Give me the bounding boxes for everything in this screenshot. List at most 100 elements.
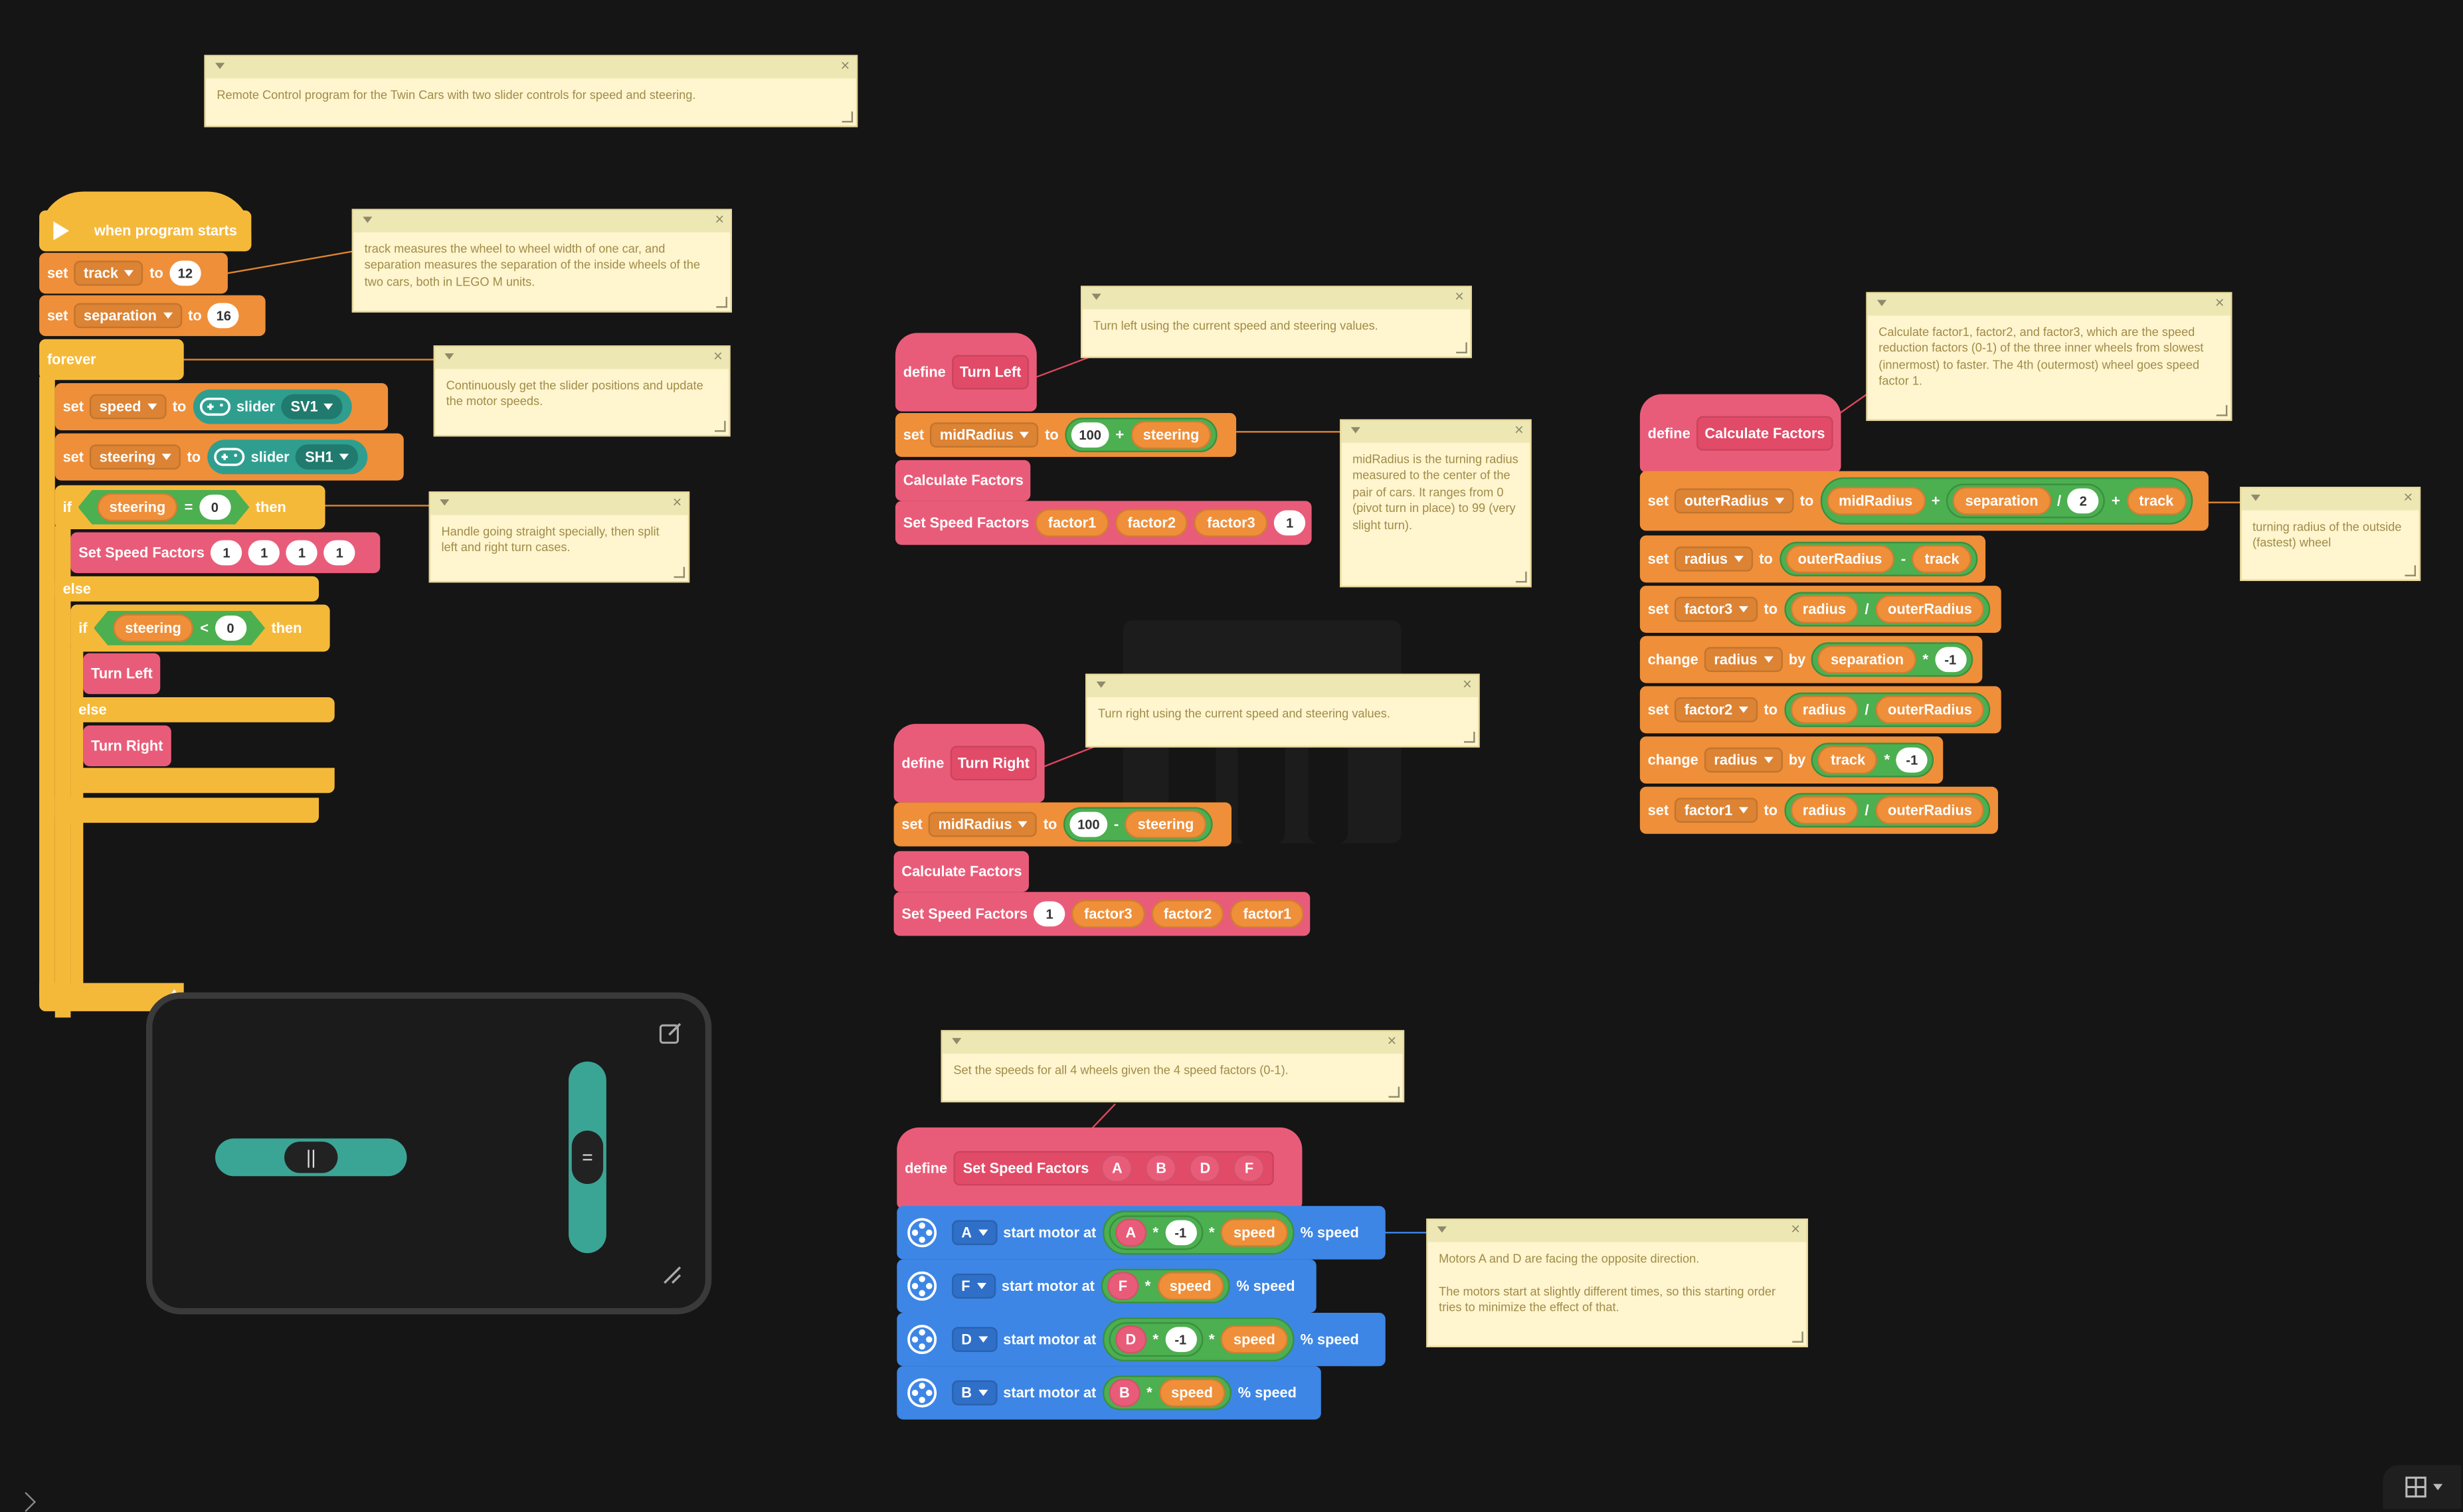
motor-port-dropdown[interactable]: A (952, 1220, 997, 1246)
variable-dropdown[interactable]: speed (90, 394, 167, 420)
collapse-icon[interactable] (1096, 681, 1106, 688)
set-radius-block[interactable]: set radius to outerRadius - track (1639, 535, 1986, 583)
collapse-icon[interactable] (444, 353, 454, 360)
set-factor2-block[interactable]: set factor2 to radius / outerRadius (1639, 686, 2001, 734)
variable-dropdown[interactable]: midRadius (929, 811, 1038, 837)
set-factor3-block[interactable]: set factor3 to radius / outerRadius (1639, 586, 2001, 633)
collapse-icon[interactable] (1437, 1226, 1447, 1233)
vertical-slider-sv1[interactable]: = (569, 1061, 606, 1254)
resize-handle-icon[interactable] (716, 296, 727, 308)
resize-handle-icon[interactable] (1792, 1331, 1803, 1343)
edit-icon[interactable] (658, 1021, 684, 1046)
turn-left-call[interactable]: Turn Left (83, 653, 161, 695)
close-icon[interactable]: × (713, 348, 723, 366)
resize-handle-icon[interactable] (1456, 342, 1467, 354)
change-radius-block[interactable]: change radius by track * -1 (1639, 736, 1944, 784)
close-icon[interactable]: × (1514, 422, 1524, 440)
start-motor-b-block[interactable]: B start motor at B * speed % speed (897, 1366, 1321, 1420)
multiply-operator[interactable]: F * speed (1101, 1268, 1230, 1303)
nested-if-else-block[interactable]: if steering < 0 then (70, 604, 330, 652)
set-outerradius-block[interactable]: set outerRadius to midRadius + separatio… (1639, 471, 2209, 531)
slider-dropdown[interactable]: SV1 (281, 394, 343, 420)
set-speed-factors-call[interactable]: Set Speed Factors 1 factor3 factor2 fact… (893, 892, 1311, 936)
comment-note[interactable]: × track measures the wheel to wheel widt… (351, 209, 732, 313)
motor-port-dropdown[interactable]: D (952, 1327, 997, 1353)
start-motor-a-block[interactable]: A start motor at A * -1 * speed % speed (897, 1206, 1386, 1260)
collapse-icon[interactable] (215, 62, 225, 70)
set-midradius-block[interactable]: set midRadius to 100 + steering (895, 412, 1237, 458)
comment-note[interactable]: × turning radius of the outside (fastest… (2240, 487, 2421, 581)
add-operator[interactable]: midRadius + separation / 2 + track (1819, 477, 2193, 525)
close-icon[interactable]: × (715, 212, 725, 230)
multiply-operator[interactable]: separation * -1 (1811, 642, 1973, 677)
resize-handle-icon[interactable] (1516, 571, 1527, 583)
calculate-factors-call[interactable]: Calculate Factors (893, 851, 1029, 892)
resize-handle-icon[interactable] (2216, 405, 2228, 416)
variable-dropdown[interactable]: radius (1675, 546, 1753, 572)
collapse-icon[interactable] (2250, 494, 2260, 501)
collapse-icon[interactable] (1876, 299, 1887, 307)
less-than-condition[interactable]: steering < 0 (94, 611, 265, 645)
variable-dropdown[interactable]: factor3 (1675, 596, 1758, 622)
close-icon[interactable]: × (2403, 489, 2413, 507)
collapse-icon[interactable] (1091, 294, 1101, 300)
comment-note[interactable]: × Motors A and D are facing the opposite… (1426, 1218, 1808, 1347)
set-factor1-block[interactable]: set factor1 to radius / outerRadius (1639, 786, 1999, 834)
slider-dropdown[interactable]: SH1 (296, 444, 359, 470)
start-motor-d-block[interactable]: D start motor at D * -1 * speed % speed (897, 1312, 1386, 1367)
comment-note[interactable]: × Set the speeds for all 4 wheels given … (941, 1030, 1405, 1103)
close-icon[interactable]: × (1387, 1033, 1397, 1051)
slider-sensor-reporter[interactable]: slider SH1 (207, 440, 368, 475)
number-input[interactable]: 16 (208, 303, 240, 329)
close-icon[interactable]: × (840, 58, 850, 76)
slider-thumb[interactable]: || (284, 1141, 338, 1173)
add-operator[interactable]: 100 + steering (1065, 418, 1218, 453)
change-radius-block[interactable]: change radius by separation * -1 (1639, 635, 1983, 683)
close-icon[interactable]: × (1791, 1221, 1801, 1239)
comment-note[interactable]: × Handle going straight specially, then … (428, 491, 690, 583)
forever-block[interactable]: forever (39, 339, 184, 380)
define-set-speed-factors-header[interactable]: define Set Speed Factors A B D F (897, 1148, 1302, 1189)
collapse-icon[interactable] (440, 499, 450, 506)
remote-control-panel[interactable]: || = (145, 992, 712, 1315)
resize-handle-icon[interactable] (842, 111, 854, 123)
comment-note[interactable]: × Turn right using the current speed and… (1085, 673, 1480, 748)
comment-note[interactable]: × midRadius is the turning radius measur… (1340, 419, 1532, 588)
multiply-operator[interactable]: A * -1 (1109, 1215, 1203, 1250)
resize-handle-icon[interactable] (1463, 731, 1475, 743)
slider-thumb[interactable]: = (571, 1130, 604, 1185)
if-else-block[interactable]: if steering = 0 then (54, 485, 325, 529)
slider-sensor-reporter[interactable]: slider SV1 (192, 389, 353, 424)
variable-dropdown[interactable]: separation (74, 303, 182, 329)
set-speed-factors-call[interactable]: Set Speed Factors 1 1 1 1 (70, 532, 381, 574)
define-turn-right-header[interactable]: define Turn Right (894, 743, 1045, 784)
define-turn-left-header[interactable]: define Turn Left (895, 352, 1037, 392)
motor-port-dropdown[interactable]: F (952, 1273, 996, 1299)
calculate-factors-call[interactable]: Calculate Factors (895, 460, 1031, 501)
variable-dropdown[interactable]: radius (1704, 647, 1783, 673)
collapse-icon[interactable] (363, 216, 373, 223)
comment-note[interactable]: × Remote Control program for the Twin Ca… (204, 54, 858, 127)
resize-handle-icon[interactable] (1388, 1086, 1400, 1098)
comment-note[interactable]: × Turn left using the current speed and … (1080, 286, 1472, 359)
close-icon[interactable]: × (1462, 677, 1472, 695)
horizontal-slider-sh1[interactable]: || (215, 1138, 407, 1177)
multiply-operator[interactable]: track * -1 (1811, 742, 1934, 778)
collapse-icon[interactable] (1350, 427, 1360, 434)
comment-note[interactable]: × Continuously get the slider positions … (433, 345, 731, 437)
motor-port-dropdown[interactable]: B (952, 1380, 997, 1406)
set-steering-block[interactable]: set steering to slider SH1 (54, 433, 404, 481)
variable-dropdown[interactable]: radius (1704, 747, 1783, 773)
set-track-block[interactable]: set track to 12 (39, 252, 228, 294)
set-speed-factors-call[interactable]: Set Speed Factors factor1 factor2 factor… (895, 501, 1312, 545)
close-icon[interactable]: × (1455, 289, 1464, 307)
multiply-operator[interactable]: D * -1 (1109, 1322, 1203, 1357)
variable-dropdown[interactable]: factor1 (1675, 798, 1758, 823)
close-icon[interactable]: × (2215, 295, 2225, 313)
define-calculate-factors-header[interactable]: define Calculate Factors (1640, 413, 1841, 454)
turn-right-call[interactable]: Turn Right (83, 725, 171, 767)
subtract-operator[interactable]: outerRadius - track (1779, 541, 1978, 576)
start-motor-f-block[interactable]: F start motor at F * speed % speed (897, 1259, 1317, 1313)
collapse-icon[interactable] (952, 1038, 962, 1045)
minimap-toggle[interactable] (2383, 1465, 2462, 1509)
